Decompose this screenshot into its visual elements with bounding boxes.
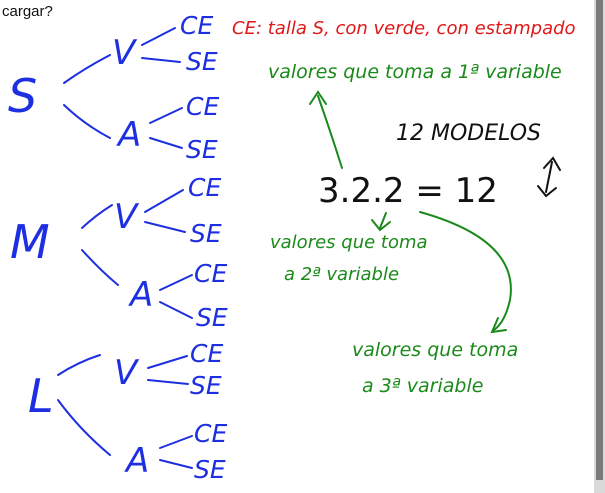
- branch-a1-ce: [149, 107, 183, 124]
- double-arrow-bottom-head: [537, 185, 557, 198]
- node-print-se-3: SE: [190, 219, 222, 248]
- node-print-ce-4: CE: [194, 259, 227, 288]
- node-print-se-6: SE: [194, 455, 226, 484]
- branch-a1-se: [149, 137, 183, 149]
- branch-v2-se: [144, 221, 186, 233]
- branch-l-a: [57, 399, 111, 456]
- arrow-second-variable: [379, 212, 387, 229]
- header-question: cargar?: [2, 3, 53, 20]
- node-print-se-1: SE: [186, 47, 218, 76]
- node-print-ce-6: CE: [194, 419, 227, 448]
- branch-m-a: [81, 249, 119, 286]
- branch-a3-se: [159, 459, 193, 469]
- branch-v1-ce: [141, 27, 176, 46]
- node-size-m: M: [10, 215, 50, 269]
- note-second-variable-line2: a 2ª variable: [284, 264, 399, 285]
- note-second-variable-line1: valores que toma: [270, 232, 428, 253]
- branch-v1-se: [141, 57, 181, 63]
- arrow-second-variable-head: [371, 219, 391, 232]
- double-arrow: [537, 156, 561, 198]
- arrow-first-variable: [317, 95, 343, 169]
- arrow-first-variable-head: [309, 90, 327, 105]
- node-size-s: S: [8, 69, 37, 123]
- arrow-third-variable: [419, 211, 512, 331]
- note-third-variable-line1: valores que toma: [352, 339, 518, 361]
- node-color-v2: V: [114, 197, 140, 237]
- node-print-ce-2: CE: [186, 92, 219, 121]
- branch-v3-ce: [147, 355, 188, 369]
- branch-a2-se: [159, 301, 193, 319]
- node-color-a1: A: [116, 115, 141, 155]
- double-arrow-shaft: [545, 161, 553, 193]
- scrollbar-thumb[interactable]: [596, 0, 603, 480]
- node-color-a3: A: [124, 441, 149, 481]
- formula: 3.2.2 = 12: [318, 171, 498, 211]
- node-print-ce-5: CE: [190, 339, 223, 368]
- note-third-variable-line2: a 3ª variable: [362, 375, 483, 397]
- node-color-v1: V: [112, 33, 138, 73]
- ce-legend: CE: talla S, con verde, con estampado: [232, 18, 576, 39]
- arrow-third-variable-head: [490, 317, 507, 334]
- branch-s-v: [63, 54, 111, 84]
- branch-l-v: [57, 354, 101, 376]
- branch-v2-ce: [144, 189, 184, 213]
- branch-s-a: [63, 104, 111, 139]
- branch-a3-ce: [159, 435, 193, 449]
- double-arrow-top-head: [543, 156, 561, 171]
- node-color-v3: V: [114, 353, 140, 393]
- node-print-se-5: SE: [190, 371, 222, 400]
- node-size-l: L: [28, 369, 54, 423]
- tree-branches: [57, 27, 193, 469]
- annotation-arrows: [309, 90, 512, 334]
- node-print-ce-1: CE: [180, 11, 213, 40]
- node-color-a2: A: [128, 275, 153, 315]
- branch-m-v: [81, 204, 113, 229]
- branch-v3-se: [147, 379, 189, 385]
- node-print-ce-3: CE: [188, 173, 221, 202]
- branch-a2-ce: [159, 274, 193, 291]
- node-print-se-4: SE: [196, 303, 228, 332]
- models-count: 12 MODELOS: [396, 121, 541, 146]
- note-first-variable: valores que toma a 1ª variable: [268, 61, 562, 83]
- node-print-se-2: SE: [186, 135, 218, 164]
